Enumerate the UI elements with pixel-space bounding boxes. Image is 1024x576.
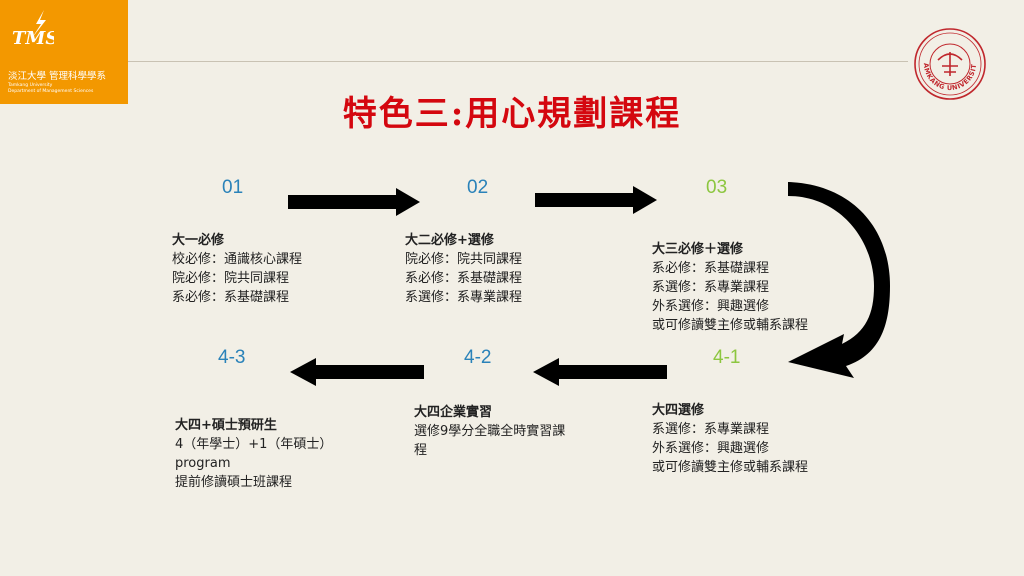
step-heading: 大一必修 <box>172 233 225 248</box>
step-line: 系必修：系基礎課程 <box>172 290 290 305</box>
step-line: 選修9學分全職全時實習課 <box>414 424 566 439</box>
header-divider <box>128 61 908 62</box>
department-name: 淡江大學 管理科學學系 <box>8 71 107 82</box>
arrow-right-02-03 <box>535 186 657 214</box>
arrow-left-42-43 <box>290 358 424 386</box>
step-4-1-text: 大四選修 系選修：系專業課程 外系選修：興趣選修 或可修讀雙主修或輔系課程 <box>652 401 808 477</box>
step-line: 程 <box>414 443 428 458</box>
svg-text:TMS: TMS <box>12 28 54 49</box>
step-heading: 大四+碩士預研生 <box>175 418 277 433</box>
step-line: 校必修：通識核心課程 <box>172 252 303 267</box>
step-02-number: 02 <box>467 177 489 198</box>
step-03-number: 03 <box>706 177 728 198</box>
department-logo: TMS 淡江大學 管理科學學系 Tamkang University Depar… <box>0 0 128 104</box>
curved-arrow-03-41 <box>788 182 890 378</box>
step-line: 或可修讀雙主修或輔系課程 <box>652 318 809 333</box>
step-line: 系必修：系基礎課程 <box>652 261 770 276</box>
arrow-left-41-42 <box>533 358 667 386</box>
step-heading: 大四企業實習 <box>414 405 493 420</box>
university-seal-icon: TAMKANG UNIVERSITY <box>912 26 986 100</box>
step-line: program <box>175 456 231 471</box>
slide-title: 特色三:用心規劃課程 <box>342 94 682 134</box>
step-line: 系必修：系基礎課程 <box>405 271 523 286</box>
step-line: 外系選修：興趣選修 <box>652 441 770 456</box>
step-line: 院必修：院共同課程 <box>405 252 523 267</box>
step-line: 4（年學士）+1（年碩士） <box>175 437 333 452</box>
step-4-3-number: 4-3 <box>218 347 246 368</box>
step-line: 系選修：系專業課程 <box>652 280 770 295</box>
step-01-number: 01 <box>222 177 244 198</box>
step-line: 院必修：院共同課程 <box>172 271 290 286</box>
step-heading: 大四選修 <box>652 403 705 418</box>
step-line: 系選修：系專業課程 <box>405 290 523 305</box>
svg-text:TAMKANG UNIVERSITY: TAMKANG UNIVERSITY <box>912 26 978 92</box>
step-4-2-text: 大四企業實習 選修9學分全職全時實習課 程 <box>414 403 604 460</box>
step-heading: 大三必修＋選修 <box>652 242 744 257</box>
step-heading: 大二必修+選修 <box>405 233 494 248</box>
tms-logo-icon: TMS <box>12 10 54 49</box>
step-4-3-text: 大四+碩士預研生 4（年學士）+1（年碩士） program 提前修讀碩士班課程 <box>175 416 332 492</box>
arrow-right-01-02 <box>288 188 420 216</box>
step-02-text: 大二必修+選修 院必修：院共同課程 系必修：系基礎課程 系選修：系專業課程 <box>405 231 522 307</box>
step-line: 提前修讀碩士班課程 <box>175 475 293 490</box>
step-01-text: 大一必修 校必修：通識核心課程 院必修：院共同課程 系必修：系基礎課程 <box>172 231 302 307</box>
step-line: 或可修讀雙主修或輔系課程 <box>652 460 809 475</box>
step-4-1-number: 4-1 <box>713 347 741 368</box>
step-03-text: 大三必修＋選修 系必修：系基礎課程 系選修：系專業課程 外系選修：興趣選修 或可… <box>652 240 808 335</box>
step-4-2-number: 4-2 <box>464 347 492 368</box>
department-english-name: Tamkang University Department of Managem… <box>8 83 94 94</box>
step-line: 外系選修：興趣選修 <box>652 299 770 314</box>
step-line: 系選修：系專業課程 <box>652 422 770 437</box>
